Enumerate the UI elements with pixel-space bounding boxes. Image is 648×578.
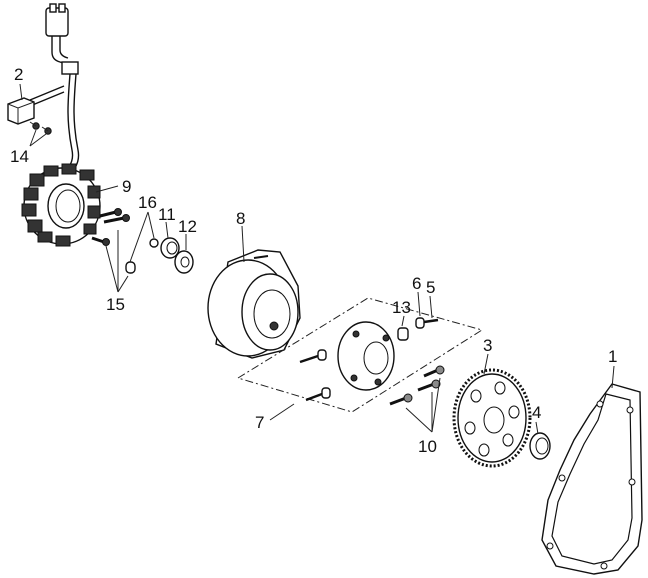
pin-part-16 xyxy=(125,261,136,274)
collar-part-11 xyxy=(149,237,180,259)
driven-gear-part-3 xyxy=(452,368,532,468)
spring-part-6 xyxy=(415,317,425,329)
roller-part-13 xyxy=(397,327,409,341)
bolts-part-15 xyxy=(91,208,130,246)
bearing-part-4 xyxy=(529,432,551,460)
callout-2: 2 xyxy=(14,65,23,84)
callout-14: 14 xyxy=(10,147,29,166)
flywheel-rotor-part-8 xyxy=(207,249,301,359)
callout-8: 8 xyxy=(236,209,245,228)
screws-part-14 xyxy=(29,121,52,135)
callout-5: 5 xyxy=(426,278,435,297)
bolts-part-10 xyxy=(389,365,445,406)
washer-part-12 xyxy=(174,250,194,274)
gasket-part-1 xyxy=(541,383,643,575)
wiring-harness xyxy=(29,3,80,171)
callout-15: 15 xyxy=(106,295,125,314)
pulser-coil-part-2 xyxy=(7,97,35,125)
callout-7: 7 xyxy=(255,413,264,432)
callout-6: 6 xyxy=(412,274,421,293)
callout-1: 1 xyxy=(608,347,617,366)
callout-16: 16 xyxy=(138,193,157,212)
callout-10: 10 xyxy=(418,437,437,456)
leader-lines xyxy=(19,83,615,435)
callout-12: 12 xyxy=(178,217,197,236)
callout-4: 4 xyxy=(532,403,541,422)
callout-13: 13 xyxy=(392,298,411,317)
starter-clutch-part-7 xyxy=(236,297,484,413)
callout-3: 3 xyxy=(483,336,492,355)
callout-11: 11 xyxy=(158,205,176,224)
stator-part-9 xyxy=(21,163,101,247)
callout-9: 9 xyxy=(122,177,131,196)
plunger-part-5 xyxy=(423,318,439,324)
callout-labels: 1 2 3 4 5 6 7 8 9 10 11 12 13 14 15 16 xyxy=(10,65,617,456)
